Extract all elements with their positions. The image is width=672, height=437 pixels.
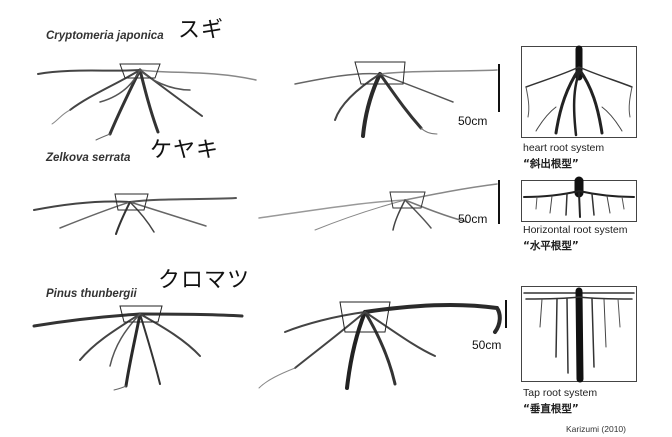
root-system-diagram-tap (521, 286, 637, 382)
scale-bar-3 (505, 300, 507, 328)
horizontal-root-drawing (522, 181, 636, 221)
scale-label-3: 50cm (472, 338, 501, 352)
root-system-label-heart: heart root system (523, 142, 604, 155)
root-illustration-pinus-2 (255, 292, 505, 392)
root-illustration-cryptomeria-1 (30, 50, 260, 140)
tap-root-drawing (522, 287, 636, 381)
root-illustration-pinus-1 (30, 300, 245, 390)
root-system-diagram-horizontal (521, 180, 637, 222)
source-credit: Karizumi (2010) (566, 424, 626, 434)
heart-root-drawing (522, 47, 636, 137)
species-label-cryptomeria: Cryptomeria japonica (46, 30, 164, 42)
species-label-pinus: Pinus thunbergii (46, 288, 137, 300)
root-system-diagram-heart (521, 46, 637, 138)
species-label-zelkova: Zelkova serrata (46, 152, 130, 164)
scale-bar-2 (498, 180, 500, 224)
root-illustration-zelkova-2 (255, 178, 500, 238)
scale-label-2: 50cm (458, 212, 487, 226)
root-system-japanese-heart: “斜出根型” (523, 156, 579, 171)
japanese-name-sugi: スギ (178, 12, 224, 44)
scale-label-1: 50cm (458, 114, 487, 128)
root-illustration-zelkova-1 (30, 180, 240, 240)
root-system-japanese-tap: “垂直根型” (523, 401, 579, 416)
root-system-japanese-horizontal: “水平根型” (523, 238, 579, 253)
japanese-name-keyaki: ケヤキ (150, 132, 219, 164)
root-system-label-tap: Tap root system (523, 387, 597, 400)
japanese-name-kuromatsu: クロマツ (158, 262, 250, 294)
root-system-label-horizontal: Horizontal root system (523, 224, 627, 237)
scale-bar-1 (498, 64, 500, 112)
